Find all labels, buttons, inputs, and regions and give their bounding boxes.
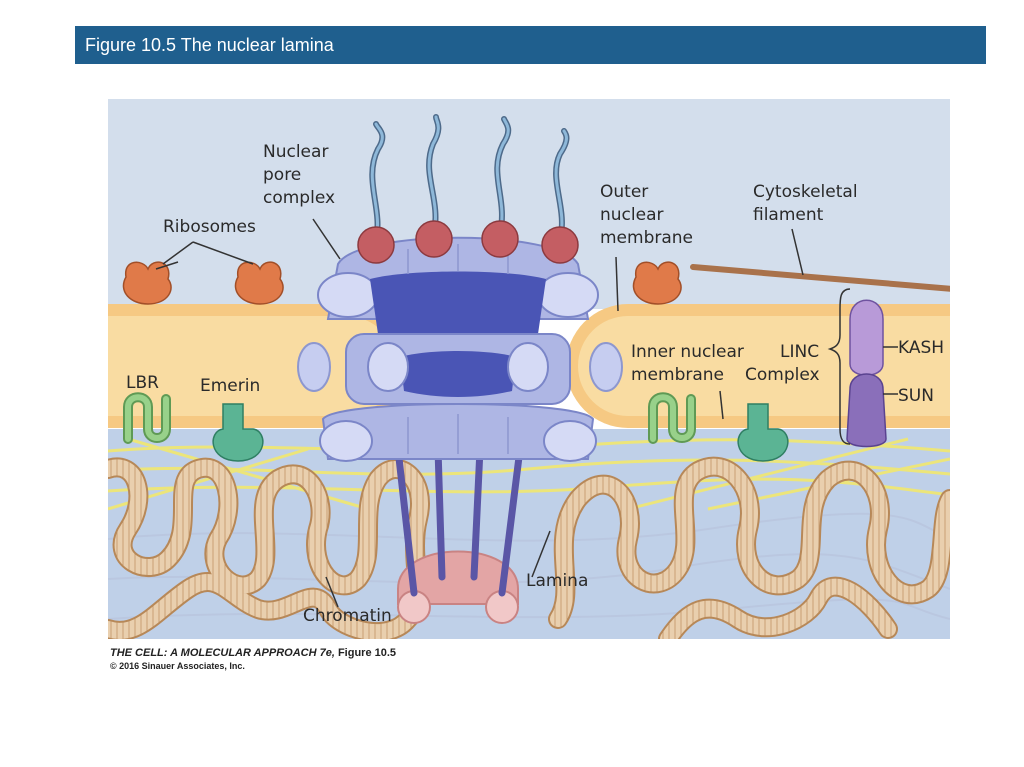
cytoskeletal-filament [690,264,950,292]
emerin-protein [212,403,789,462]
linc-complex [827,288,898,448]
chromatin-right [548,456,950,639]
figure-credit: THE CELL: A MOLECULAR APPROACH 7e, Figur… [110,647,396,673]
credit-figure-ref: Figure 10.5 [334,647,397,659]
chromatin-left [108,457,430,639]
label-lbr: LBR [126,373,159,393]
label-emerin: Emerin [200,376,260,396]
nuclear-basket [394,445,524,624]
label-leader-lines [155,218,804,608]
credit-book-line: THE CELL: A MOLECULAR APPROACH 7e, Figur… [110,647,396,660]
label-chromatin: Chromatin [303,606,392,626]
label-sun: SUN [898,386,934,406]
slide-title-bar: Figure 10.5 The nuclear lamina [75,26,986,64]
ribosomes [122,261,682,305]
label-ribosomes: Ribosomes [163,217,256,237]
credit-copyright: © 2016 Sinauer Associates, Inc. [110,661,245,671]
slide-title: Figure 10.5 The nuclear lamina [85,35,334,55]
nuclear-pore-complex [317,114,599,462]
label-kash: KASH [898,338,944,358]
credit-book-title: THE CELL: A MOLECULAR APPROACH 7e, [110,647,335,659]
label-lamina: Lamina [526,571,588,591]
